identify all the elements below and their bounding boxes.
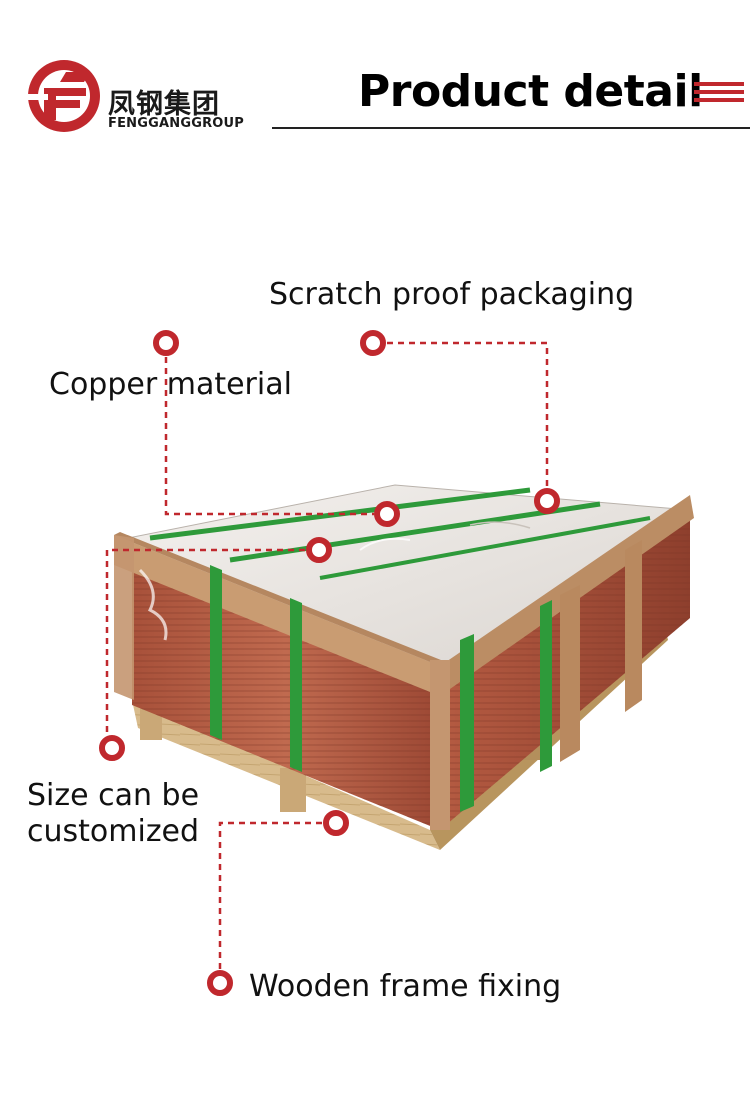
- product-stage: Scratch proof packaging Copper material …: [0, 140, 750, 1095]
- title-underline: [272, 127, 750, 129]
- red-ring-marker-icon: [374, 501, 400, 527]
- callout-size-line1: Size can be: [27, 778, 200, 813]
- red-ring-marker-icon: [534, 488, 560, 514]
- callout-overlay: [99, 330, 560, 996]
- red-ring-marker-icon: [306, 537, 332, 563]
- callout-size-line2: customized: [27, 814, 200, 849]
- red-ring-marker-icon: [99, 735, 125, 761]
- page-title: Product detail: [358, 66, 703, 117]
- callout-wooden-frame: Wooden frame fixing: [249, 969, 562, 1004]
- red-ring-marker-icon: [323, 810, 349, 836]
- brand-logo[interactable]: 凤钢集团 FENGGANGGROUP: [26, 58, 256, 134]
- logo-english-name: FENGGANGGROUP: [108, 116, 245, 131]
- fenggang-logo-icon: [28, 60, 100, 132]
- callout-scratch-proof: Scratch proof packaging: [269, 277, 635, 312]
- callout-copper-material: Copper material: [49, 367, 292, 402]
- logo-chinese-name: 凤钢集团: [108, 89, 220, 120]
- title-decoration: [694, 82, 744, 106]
- callout-size-customized: Size can be customized: [27, 778, 257, 850]
- red-ring-marker-icon: [360, 330, 386, 356]
- product-photo: [114, 484, 694, 850]
- marker-group: [99, 330, 560, 996]
- red-ring-marker-icon: [207, 970, 233, 996]
- red-ring-marker-icon: [153, 330, 179, 356]
- header: 凤钢集团 FENGGANGGROUP Product detail: [0, 0, 750, 140]
